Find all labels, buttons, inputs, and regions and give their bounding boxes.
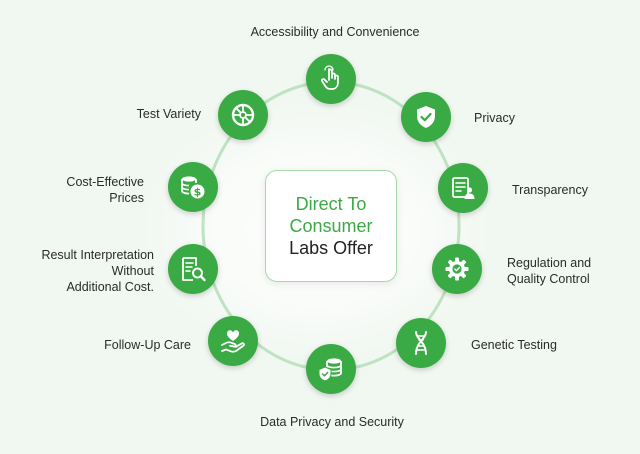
node-regulation xyxy=(432,244,482,294)
pointer-hand-icon xyxy=(321,65,339,90)
label-privacy: Privacy xyxy=(474,111,515,125)
shield-check-icon xyxy=(417,106,435,128)
database-shield-icon xyxy=(318,358,342,382)
label-transparency: Transparency xyxy=(512,183,588,197)
heart-hand-icon xyxy=(221,330,245,353)
label-genetic: Genetic Testing xyxy=(471,338,557,352)
node-result-interpretation xyxy=(168,244,218,294)
node-privacy xyxy=(401,92,451,142)
center-title-line-1: Direct To xyxy=(295,194,367,214)
label-regulation: Regulation and Quality Control xyxy=(507,256,592,286)
node-accessibility xyxy=(306,54,356,104)
label-accessibility: Accessibility and Convenience xyxy=(250,25,420,39)
center-title-line-3: Labs Offer xyxy=(289,238,373,258)
report-search-icon xyxy=(182,257,206,282)
label-test-variety: Test Variety xyxy=(136,107,201,121)
coins-dollar-icon: $ xyxy=(181,176,205,199)
center-title-line-2: Consumer xyxy=(289,216,373,236)
node-follow-up xyxy=(208,316,258,366)
node-genetic xyxy=(396,318,446,368)
gear-check-icon xyxy=(445,257,469,281)
node-test-variety xyxy=(218,90,268,140)
pie-segments-icon xyxy=(231,103,255,127)
node-cost-effective: $ xyxy=(168,162,218,212)
label-data-privacy: Data Privacy and Security xyxy=(260,415,404,429)
label-result-interpretation: Result Interpretation Without Additional… xyxy=(41,248,154,294)
dna-icon xyxy=(415,331,427,355)
document-user-icon xyxy=(452,177,475,199)
label-cost-effective: Cost-Effective Prices xyxy=(66,175,144,205)
svg-text:$: $ xyxy=(194,186,202,199)
node-transparency xyxy=(438,163,488,213)
node-data-privacy xyxy=(306,344,356,394)
center-title-box: Direct To Consumer Labs Offer xyxy=(265,170,397,282)
label-follow-up: Follow-Up Care xyxy=(104,338,191,352)
